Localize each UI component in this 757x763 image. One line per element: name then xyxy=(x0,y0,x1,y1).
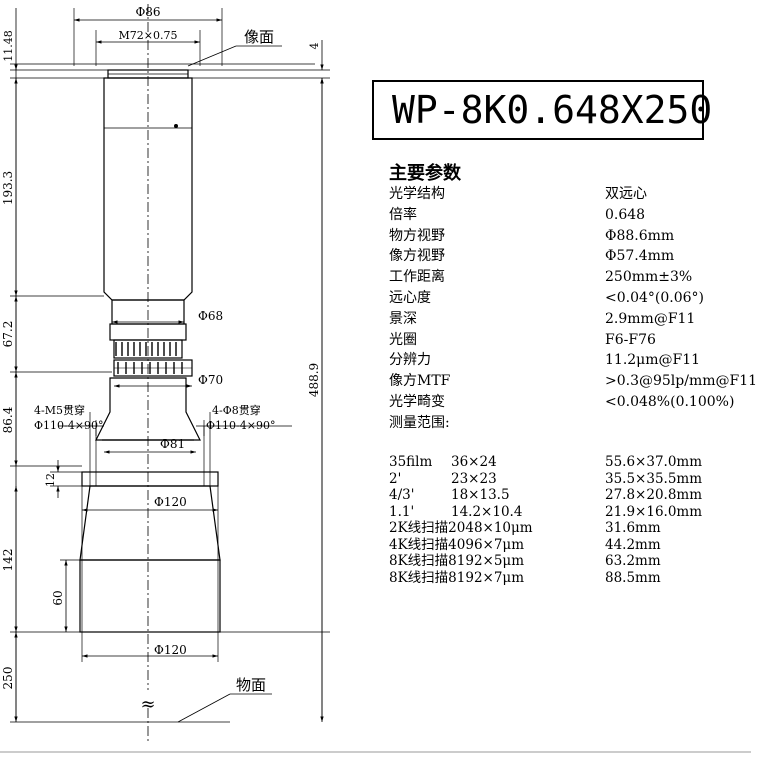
format-size: 18×13.5 xyxy=(451,487,510,504)
format-fov: 55.6×37.0mm xyxy=(605,454,703,471)
spec-value: F6-F76 xyxy=(605,331,656,348)
dimension-488-9: 488.9 xyxy=(307,363,321,397)
format-fov: 27.8×20.8mm xyxy=(605,487,703,504)
format-fov: 88.5mm xyxy=(605,569,661,586)
format-fov: 44.2mm xyxy=(605,536,661,553)
spec-row: 远心度 <0.04°(0.06°) xyxy=(389,288,751,309)
format-size: 23×23 xyxy=(451,470,497,487)
dimension-11-48: 11.48 xyxy=(2,30,15,62)
dimension-lines xyxy=(14,8,324,723)
spec-key: 测量范围: xyxy=(389,414,450,431)
format-row: 2' 23×23 35.5×35.5mm xyxy=(389,471,751,488)
spec-key: 像方MTF xyxy=(389,373,451,390)
format-fov: 21.9×16.0mm xyxy=(605,503,703,520)
label-d68: Φ68 xyxy=(198,309,223,323)
spec-gap xyxy=(389,434,751,455)
label-d86: Φ86 xyxy=(135,5,160,19)
label-holes-left-2: Φ110-4×90° xyxy=(34,419,103,432)
label-d120-top: Φ120 xyxy=(154,495,187,509)
spec-row: 景深 2.9mm@F11 xyxy=(389,309,751,330)
spec-value: 0.648 xyxy=(605,206,646,223)
spec-row: 光学畸变 <0.048%(0.100%) xyxy=(389,392,751,413)
label-d70: Φ70 xyxy=(198,373,223,387)
spec-key: 远心度 xyxy=(389,289,431,306)
dimension-60: 60 xyxy=(51,590,65,605)
format-row: 35film 36×24 55.6×37.0mm xyxy=(389,454,751,471)
format-name: 4K线扫描4096×7μm xyxy=(389,536,525,553)
label-holes-left-1: 4-M5贯穿 xyxy=(34,403,85,417)
spec-panel: 主要参数 光学结构 双远心倍率 0.648 物方视野 Φ88.6mm 像方视野 Φ57.4m… xyxy=(389,163,757,586)
spec-value: 2.9mm@F11 xyxy=(605,310,696,327)
format-rows: 35film 36×24 55.6×37.0mm 2' 23×23 35.5×35.5mm… xyxy=(389,454,751,586)
format-row: 8K线扫描8192×7μm 88.5mm xyxy=(389,570,751,587)
spec-row: 物方视野 Φ88.6mm xyxy=(389,226,751,247)
format-name: 2K线扫描2048×10μm xyxy=(389,520,533,537)
spec-value: Φ88.6mm xyxy=(605,227,675,244)
lens-body-outline xyxy=(79,69,221,633)
spec-key: 景深 xyxy=(389,310,417,327)
spec-row: 光学结构 双远心 xyxy=(389,184,751,205)
spec-row: 像方MTF >0.3@95lp/mm@F11 xyxy=(389,371,757,392)
format-size: 14.2×10.4 xyxy=(451,503,523,520)
spec-row: 测量范围: xyxy=(389,413,751,434)
format-row: 2K线扫描2048×10μm 31.6mm xyxy=(389,520,751,537)
spec-row: 光圈 F6-F76 xyxy=(389,330,751,351)
format-row: 4K线扫描4096×7μm 44.2mm xyxy=(389,537,751,554)
format-name: 4/3' xyxy=(389,487,415,504)
spec-key: 光学畸变 xyxy=(389,393,445,410)
spec-value: <0.048%(0.100%) xyxy=(605,393,735,410)
model-name: WP-8K0.648X250 xyxy=(392,88,713,132)
spec-title: 主要参数 xyxy=(389,163,461,184)
spec-key: 工作距离 xyxy=(389,269,445,286)
label-d81: Φ81 xyxy=(160,437,185,451)
spec-value: 双远心 xyxy=(605,186,647,202)
spec-row: 工作距离 250mm±3% xyxy=(389,267,751,288)
format-fov: 35.5×35.5mm xyxy=(605,470,703,487)
spec-key: 像方视野 xyxy=(389,248,445,265)
dimension-4: 4 xyxy=(308,43,321,50)
spec-row: 分辨力 11.2μm@F11 xyxy=(389,350,751,371)
format-name: 8K线扫描8192×7μm xyxy=(389,569,525,586)
label-holes-right-1: 4-Φ8贯穿 xyxy=(212,403,261,417)
spec-key: 光圈 xyxy=(389,331,417,348)
format-name: 2' xyxy=(389,470,402,487)
format-fov: 63.2mm xyxy=(605,553,661,570)
spec-rows: 光学结构 双远心倍率 0.648 物方视野 Φ88.6mm 像方视野 Φ57.4mm 工作距离… xyxy=(389,184,757,434)
spec-row: 倍率 0.648 xyxy=(389,205,751,226)
dimension-142: 142 xyxy=(1,549,15,572)
focus-ring-knurl xyxy=(115,342,183,374)
dimension-12: 12 xyxy=(44,473,57,487)
model-box: WP-8K0.648X250 xyxy=(372,80,712,140)
spec-key: 倍率 xyxy=(389,206,417,223)
spec-key: 物方视野 xyxy=(389,227,445,244)
label-thread: M72×0.75 xyxy=(119,29,178,42)
spec-key: 分辨力 xyxy=(389,352,431,369)
format-row: 8K线扫描8192×5μm 63.2mm xyxy=(389,553,751,570)
spec-value: >0.3@95lp/mm@F11 xyxy=(605,373,757,390)
spec-value: 11.2μm@F11 xyxy=(605,352,701,369)
spec-value: <0.04°(0.06°) xyxy=(605,289,704,306)
format-name: 8K线扫描8192×5μm xyxy=(389,553,525,570)
dimension-86-4: 86.4 xyxy=(1,406,15,433)
label-image-plane: 像面 xyxy=(244,28,274,46)
format-size: 36×24 xyxy=(451,454,497,471)
format-row: 4/3' 18×13.5 27.8×20.8mm xyxy=(389,487,751,504)
dimension-250: 250 xyxy=(1,667,15,690)
label-d120-bottom: Φ120 xyxy=(154,643,187,657)
dimension-67-2: 67.2 xyxy=(1,321,15,348)
break-mark: ≈ xyxy=(140,694,155,715)
label-object-plane: 物面 xyxy=(236,676,266,694)
spec-row: 像方视野 Φ57.4mm xyxy=(389,246,751,267)
format-name: 1.1' xyxy=(389,503,415,520)
label-holes-right-2: Φ110-4×90° xyxy=(206,419,275,432)
extension-lines xyxy=(10,8,330,723)
format-fov: 31.6mm xyxy=(605,520,661,537)
format-name: 35film xyxy=(389,454,433,471)
format-row: 1.1' 14.2×10.4 21.9×16.0mm xyxy=(389,504,751,521)
spec-value: Φ57.4mm xyxy=(605,248,675,265)
spec-key: 光学结构 xyxy=(389,186,445,202)
dimension-193-3: 193.3 xyxy=(1,171,15,205)
spec-value: 250mm±3% xyxy=(605,269,693,286)
